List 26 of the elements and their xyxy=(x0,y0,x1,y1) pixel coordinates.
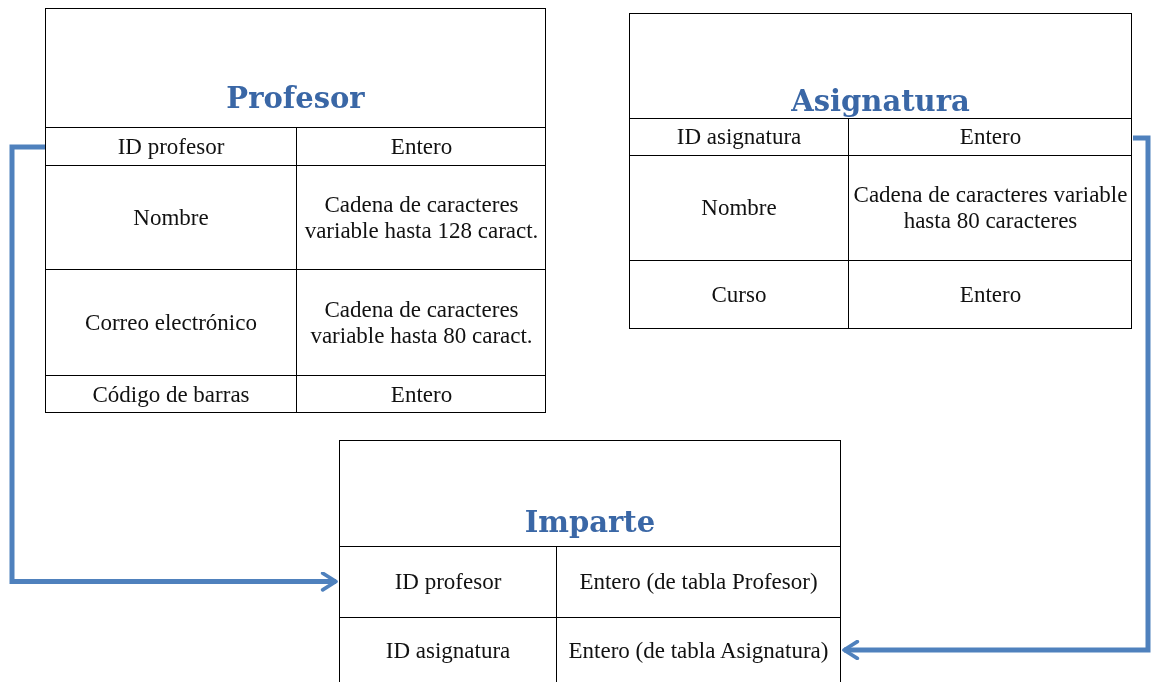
field-cell: ID asignatura xyxy=(630,118,848,155)
type-cell: Cadena de caracteres variable hasta 80 caract. xyxy=(296,269,546,375)
field-cell: ID profesor xyxy=(340,546,556,617)
table-title: Profesor xyxy=(225,81,366,115)
arrow xyxy=(842,135,1151,661)
arrow xyxy=(9,144,338,592)
field-cell: Curso xyxy=(630,260,848,328)
field-cell: Nombre xyxy=(46,165,296,269)
table-box xyxy=(45,8,546,413)
table-title: Imparte xyxy=(523,505,657,539)
table-title: Asignatura xyxy=(790,84,971,118)
type-cell: Entero xyxy=(296,375,546,413)
table-box xyxy=(629,13,1132,329)
type-cell: Cadena de caracteres variable hasta 80 caracteres xyxy=(848,155,1132,260)
field-cell: Código de barras xyxy=(46,375,296,413)
table-box xyxy=(339,440,841,682)
field-cell: ID asignatura xyxy=(340,617,556,682)
type-cell: Entero xyxy=(848,260,1132,328)
field-cell: ID profesor xyxy=(46,127,296,165)
type-cell: Entero (de tabla Asignatura) xyxy=(556,617,840,682)
type-cell: Entero xyxy=(848,118,1132,155)
type-cell: Entero (de tabla Profesor) xyxy=(556,546,840,617)
field-cell: Nombre xyxy=(630,155,848,260)
type-cell: Entero xyxy=(296,127,546,165)
field-cell: Correo electrónico xyxy=(46,269,296,375)
type-cell: Cadena de caracteres variable hasta 128 caract. xyxy=(296,165,546,269)
